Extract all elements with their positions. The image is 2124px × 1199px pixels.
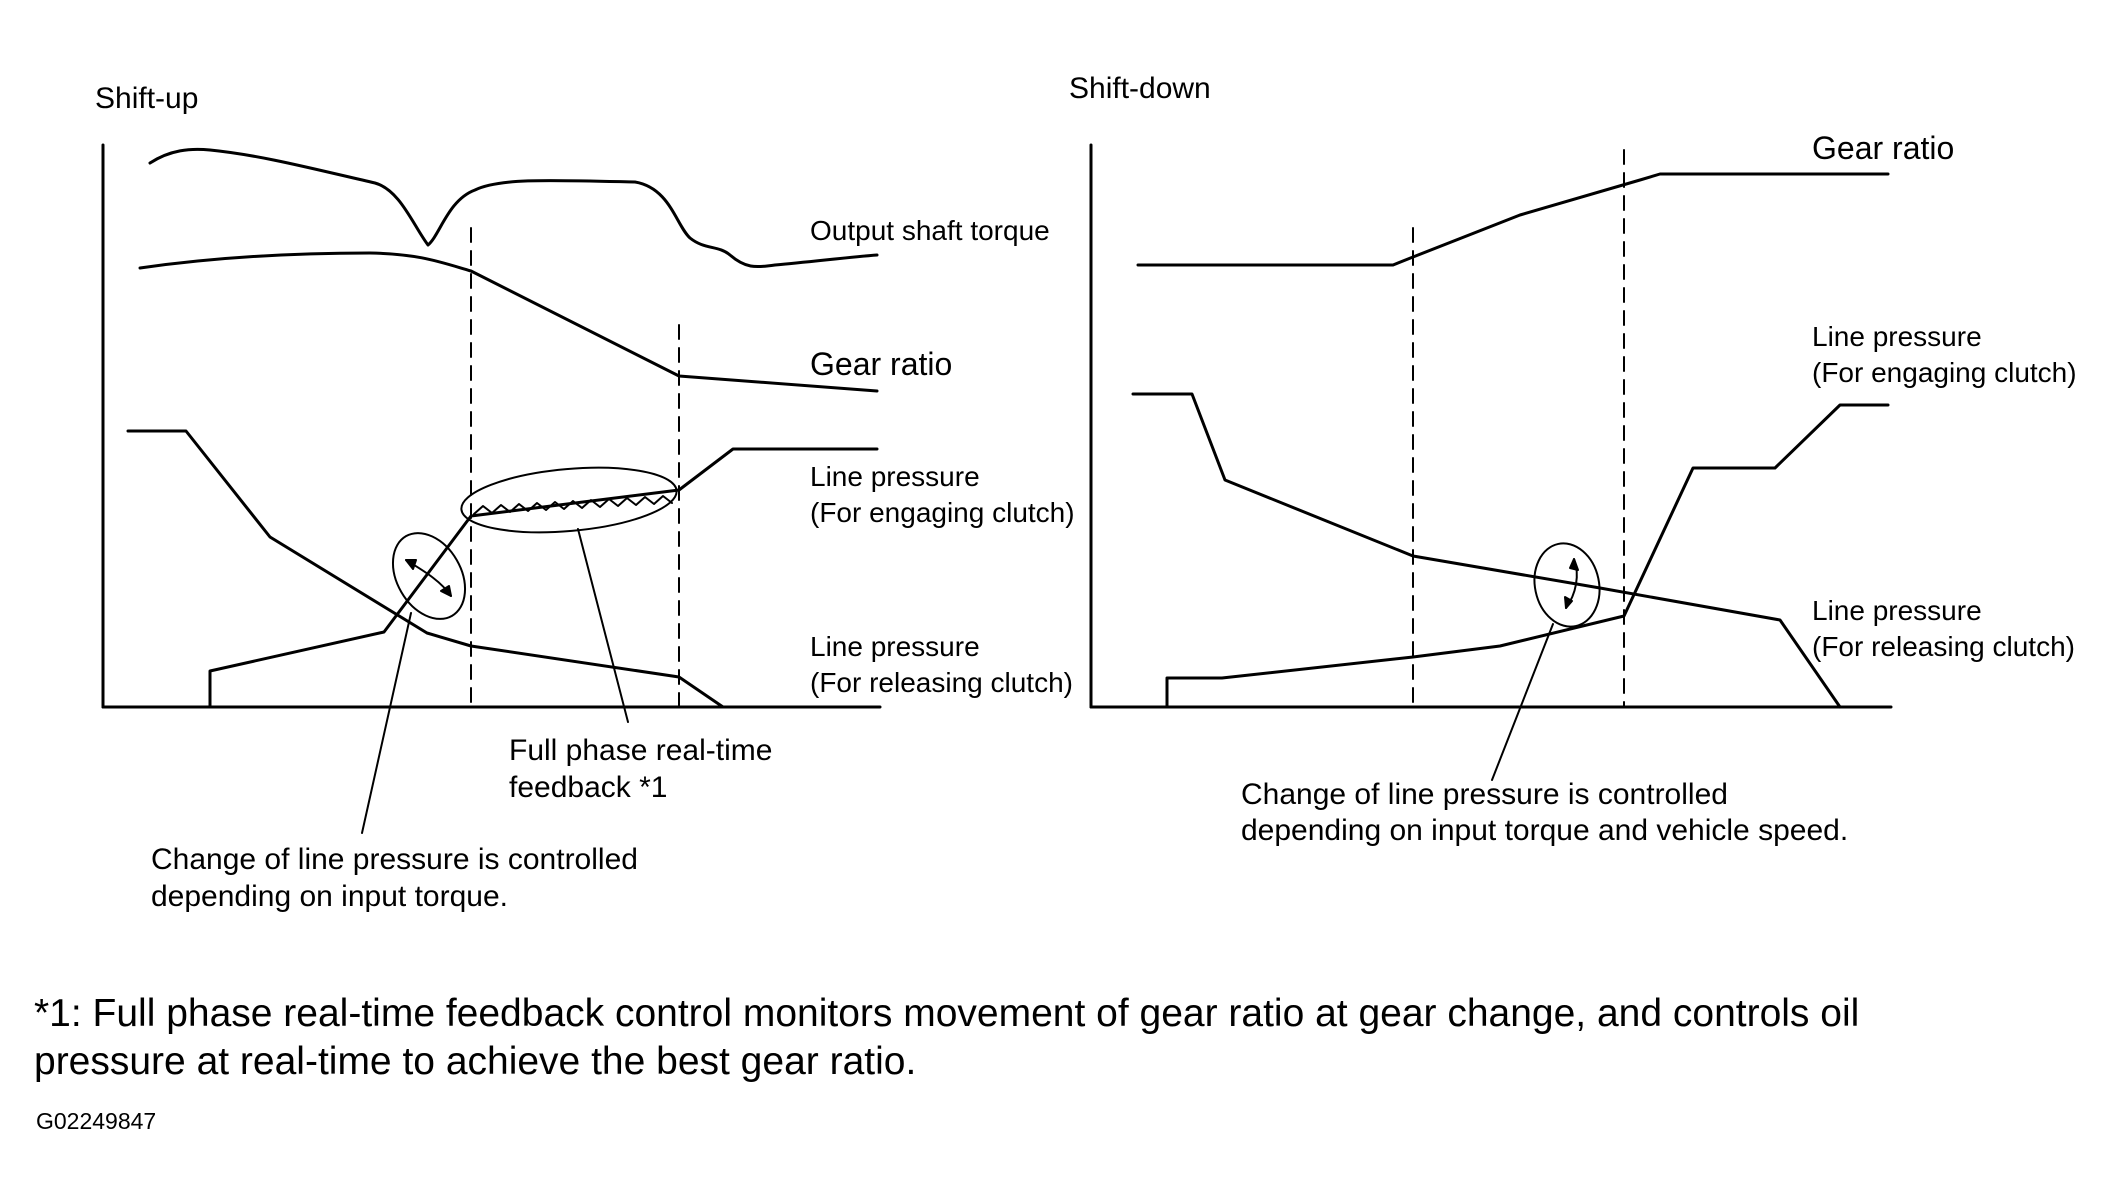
- shift-up-gear-ratio-label: Gear ratio: [810, 346, 952, 382]
- shift-up-panel: [101, 143, 882, 834]
- shift-down-gear-ratio-label: Gear ratio: [1812, 130, 1954, 166]
- shift-up-lp-engaging-sublabel: (For engaging clutch): [810, 497, 1075, 528]
- shift-up-output-shaft-torque-curve: [148, 147, 879, 269]
- shift-up-line-pressure-releasing-curve: [126, 429, 879, 709]
- shift-down-gear-ratio-curve: [1136, 172, 1890, 267]
- shift-up-line-pressure-engaging-curve: [208, 447, 879, 709]
- shift-down-line-pressure-engaging-curve: [1131, 403, 1890, 709]
- footnote: *1: Full phase real-time feedback contro…: [34, 990, 2114, 1086]
- shift-up-torque-note: Change of line pressure is controlled: [151, 843, 638, 876]
- shift-down-lp-releasing-sublabel: (For releasing clutch): [1812, 631, 2075, 662]
- shift-up-lp-engaging-label: Line pressure: [810, 461, 980, 492]
- shift-up-gear-ratio-curve: [138, 251, 879, 393]
- shift-up-feedback-leader: [577, 528, 629, 723]
- shift-up-torque-leader: [361, 612, 412, 834]
- shift-up-title: Shift-up: [95, 82, 198, 115]
- shift-up-feedback-note-2: feedback *1: [509, 771, 667, 804]
- shift-down-speed-note-2: depending on input torque and vehicle sp…: [1241, 814, 1848, 847]
- shift-up-lp-releasing-label: Line pressure: [810, 631, 980, 662]
- shift-up-feedback-ellipse: [460, 466, 678, 534]
- shift-up-output-shaft-torque-label: Output shaft torque: [810, 215, 1050, 246]
- shift-up-torque-ellipse: [391, 532, 467, 620]
- shift-down-speed-ellipse: [1533, 542, 1601, 628]
- shift-down-lp-engaging-label: Line pressure: [1812, 321, 1982, 352]
- footnote-line-1: *1: Full phase real-time feedback contro…: [34, 992, 1860, 1035]
- shift-down-lp-engaging-sublabel: (For engaging clutch): [1812, 357, 2077, 388]
- shift-down-line-pressure-releasing-curve: [1131, 392, 1842, 709]
- shift-down-lp-releasing-label: Line pressure: [1812, 595, 1982, 626]
- figure-id: G02249847: [36, 1108, 157, 1134]
- shift-down-speed-leader: [1491, 623, 1554, 781]
- shift-up-feedback-ripple: [473, 495, 673, 515]
- shift-down-panel: [1089, 143, 1893, 781]
- shift-up-torque-note-2: depending on input torque.: [151, 880, 508, 913]
- shift-down-speed-note: Change of line pressure is controlled: [1241, 778, 1728, 811]
- footnote-line-2: pressure at real-time to achieve the bes…: [34, 1040, 917, 1083]
- shift-up-feedback-note: Full phase real-time: [509, 734, 772, 767]
- shift-down-title: Shift-down: [1069, 72, 1211, 105]
- shift-up-lp-releasing-sublabel: (For releasing clutch): [810, 667, 1073, 698]
